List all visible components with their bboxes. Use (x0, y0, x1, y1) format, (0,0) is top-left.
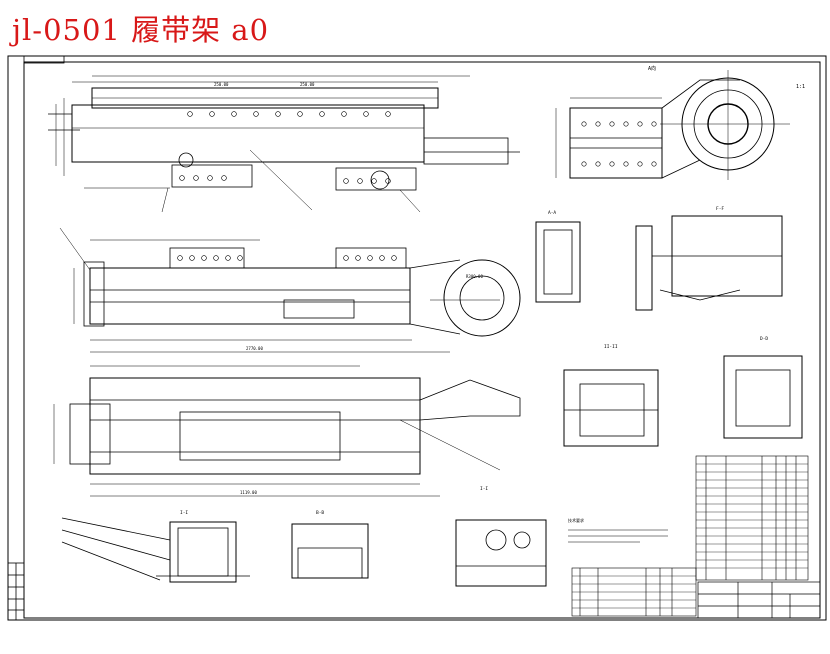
view-plan: R300.00 2770.00 (59, 227, 521, 353)
section-dd-label: D-D (760, 336, 768, 342)
title-block (697, 581, 821, 619)
view-section-aa: A-A (535, 210, 581, 303)
section-aa-label: A-A (548, 210, 556, 216)
section-iii-label: I-I (480, 486, 488, 492)
technical-notes: 技术要求 (568, 517, 668, 543)
view-end: A向 (555, 65, 790, 180)
view-section-dd: D-D (723, 336, 803, 439)
view-section-ee: II-II (563, 344, 659, 447)
section-ff-label: F-F (716, 206, 724, 212)
top-left-code-box (23, 55, 65, 64)
scale-label: 1:1 (796, 84, 805, 90)
drawing-title: jl-0501 履带架 a0 (12, 13, 270, 47)
section-ee-label: II-II (604, 344, 618, 350)
view-bottom: 1119.00 (53, 365, 521, 497)
section-bb-label: B-B (316, 510, 324, 516)
plan-length-dimension: 1119.00 (240, 490, 257, 495)
tech-note-heading: 技术要求 (568, 517, 584, 523)
view-section-ii: I-I (61, 510, 250, 583)
view-section-bb: B-B (291, 510, 369, 579)
left-margin-binding-strip (8, 562, 24, 620)
overall-length-dimension: 2770.00 (246, 346, 263, 351)
end-view-label: A向 (648, 65, 656, 72)
radius-dimension: R300.00 (466, 274, 483, 279)
view-main-elevation: 250.00 250.00 (48, 75, 520, 213)
svg-text:250.00: 250.00 (300, 82, 315, 87)
outer-border (7, 55, 827, 621)
view-section-ff: F-F (635, 206, 783, 311)
view-section-iii: I-I (455, 486, 547, 587)
section-ii-label: I-I (180, 510, 188, 516)
svg-text:250.00: 250.00 (214, 82, 229, 87)
parts-list-left (571, 567, 697, 617)
inner-border (23, 61, 821, 619)
parts-list-right (695, 455, 809, 581)
